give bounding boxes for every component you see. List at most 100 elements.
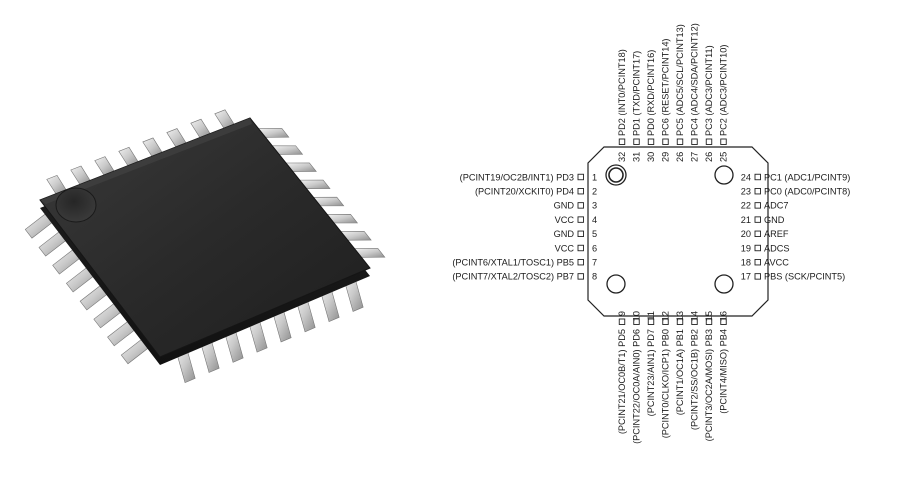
pin-label: GND xyxy=(554,201,575,211)
pin-pad xyxy=(577,173,584,181)
pin-label: (PCINT21/OC0B/T1) PD5 xyxy=(617,329,627,434)
pin-label: (PCINT20/XCKIT0) PD4 xyxy=(475,187,574,197)
pin-number: 7 xyxy=(592,258,597,268)
pin-label: PC3 (ADC3/PCINT11) xyxy=(704,45,714,136)
package-outline xyxy=(587,146,769,317)
pins-bottom: 9(PCINT21/OC0B/T1) PD510(PCINT22/OC0A/AI… xyxy=(617,311,729,444)
pin-label: (PCINT4/MISO) PB4 xyxy=(719,329,729,414)
pin-pad xyxy=(676,138,684,145)
pin-pad xyxy=(633,318,640,325)
pin-label: PC1 (ADC1/PCINT9) xyxy=(764,172,850,182)
pin-label: PD2 (INT0/PCINT18) xyxy=(617,49,627,136)
pin-label: PD1 (TXD/PCINT17) xyxy=(632,51,642,136)
pin-pad xyxy=(577,259,584,266)
pin-number: 30 xyxy=(646,152,656,162)
pin-number: 32 xyxy=(617,152,627,162)
pin-label: (PCINT22/OC0A/AIN0) PD6 xyxy=(632,329,642,444)
pin-pad xyxy=(691,138,698,145)
pin-number: 2 xyxy=(592,187,597,197)
tqfp32-chip-photo xyxy=(24,109,386,384)
pin-label: ADCS xyxy=(764,243,790,253)
chip-body-top xyxy=(39,117,371,358)
pin-pad xyxy=(577,202,584,209)
pin-pad xyxy=(754,244,761,252)
pin-number: 29 xyxy=(661,152,671,162)
pin-pad xyxy=(754,173,761,181)
pin-number: 23 xyxy=(741,187,751,197)
pin-label: PD0 (RXD/PCINT16) xyxy=(646,50,656,136)
corner-circle-top-left xyxy=(605,164,627,186)
pin-pad xyxy=(647,138,655,145)
pin-pad xyxy=(577,230,584,238)
pin-pad xyxy=(577,216,584,223)
pin-label: GND xyxy=(554,229,575,239)
pin-number: 27 xyxy=(690,152,700,162)
pin-pad xyxy=(754,187,761,195)
pin-pad xyxy=(676,318,684,325)
pin-label: PC6 (RESET/PCINT14) xyxy=(661,38,671,136)
pin-number: 19 xyxy=(741,243,751,253)
pin-number: 25 xyxy=(719,152,729,162)
pin-number: 4 xyxy=(592,215,597,225)
pin-label: PC5 (ADC5/SCL/PCINT13) xyxy=(675,24,685,136)
pin-pad xyxy=(647,318,655,325)
pin-pad xyxy=(618,318,626,325)
pins-top: PD2 (INT0/PCINT18) 32 PD1 (TXD/PCINT17) 31 P… xyxy=(617,23,729,162)
pin-number: 15 xyxy=(704,311,714,321)
pin-number: 24 xyxy=(741,172,751,182)
pin-pad xyxy=(577,187,584,195)
pin-number: 5 xyxy=(592,229,597,239)
pin-label: (PCINT2/SS/OC1B) PB2 xyxy=(690,329,700,430)
pin-pad xyxy=(577,244,584,252)
pins-right: 24 PC1 (ADC1/PCINT9) 23 PC0 (ADC0/PCINT8) 22… xyxy=(741,172,851,281)
corner-circle-bottom-right xyxy=(714,274,734,294)
pin-pad xyxy=(705,318,713,325)
pin-number: 16 xyxy=(719,311,729,321)
pin-number: 26 xyxy=(704,152,714,162)
pin-number: 1 xyxy=(592,172,597,182)
pin-label: PC4 (ADC4/SDA/PCINT12) xyxy=(690,23,700,136)
pin-pad xyxy=(720,318,727,325)
pin-pad xyxy=(577,273,584,280)
pin-pad xyxy=(754,216,761,223)
pin-pad xyxy=(754,230,761,238)
pin-label: (PCINT3/OC2A/MOSI) PB3 xyxy=(704,329,714,441)
pin-number: 31 xyxy=(632,152,642,162)
pin-label: GND xyxy=(764,215,785,225)
pin-label: VCC xyxy=(555,243,575,253)
pin-number: 10 xyxy=(632,311,642,321)
pin-label: PC0 (ADC0/PCINT8) xyxy=(764,187,850,197)
chip-body-edge-highlight xyxy=(40,118,252,204)
pin-number: 12 xyxy=(661,311,671,321)
pin-number: 8 xyxy=(592,272,597,282)
pin-label: (PCINT6/XTAL1/TOSC1) PB5 xyxy=(452,258,574,268)
corner-circle-top-right xyxy=(714,165,734,185)
pin-label: PC2 (ADC3/PCINT10) xyxy=(719,45,729,136)
pin-pad xyxy=(662,318,669,325)
pin-pad xyxy=(754,202,761,209)
pin-label: AREF xyxy=(764,229,789,239)
pin-number: 18 xyxy=(741,258,751,268)
pin-label: (PCINT7/XTAL2/TOSC2) PB7 xyxy=(452,272,574,282)
pin-pad xyxy=(662,138,669,145)
pin-pad xyxy=(691,318,698,325)
pin-label: VCC xyxy=(555,215,575,225)
pin-label: PBS (SCK/PCINT5) xyxy=(764,272,845,282)
pin-number: 11 xyxy=(646,311,656,321)
pin-number: 14 xyxy=(690,311,700,321)
pin-label: (PCINT1/OC1A) PB1 xyxy=(675,329,685,415)
pin-number: 17 xyxy=(741,272,751,282)
pin-label: (PCINT23/AIN1) PD7 xyxy=(646,329,656,416)
pin-pad xyxy=(618,138,626,145)
pin-pad xyxy=(705,138,713,145)
pin1-indicator-circle xyxy=(608,167,624,183)
pin-label: (PCINT0/CLKO/ICP1) PB0 xyxy=(661,329,671,438)
pin-pad xyxy=(720,138,727,145)
corner-circle-bottom-left xyxy=(606,274,626,294)
pin-pad xyxy=(754,259,761,266)
pin-pad xyxy=(633,138,640,145)
pin-number: 22 xyxy=(741,201,751,211)
